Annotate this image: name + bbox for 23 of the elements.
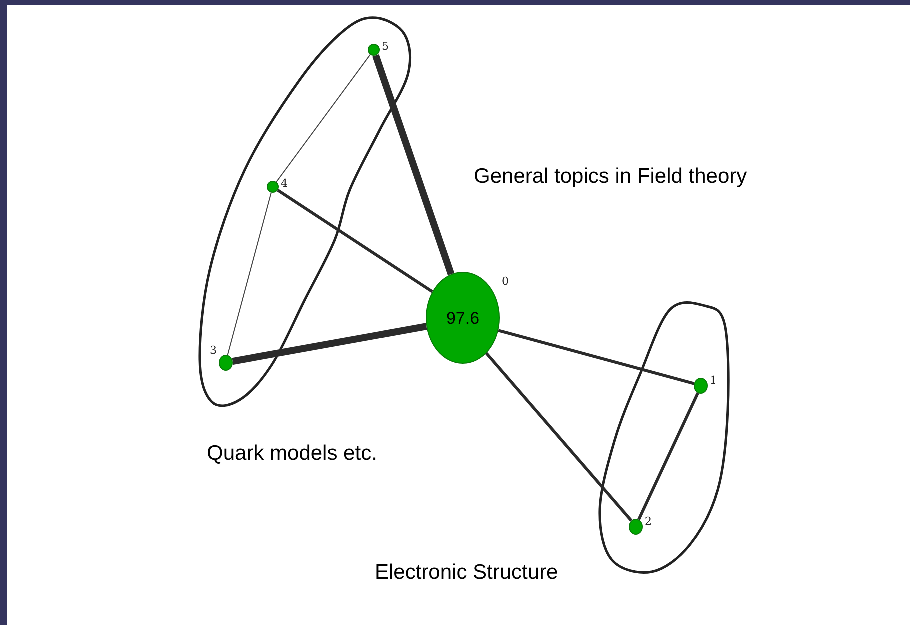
node-id: 1 (709, 375, 718, 386)
network-edge (498, 329, 695, 386)
network-edge (277, 189, 434, 294)
node-id: 0 (501, 276, 510, 287)
network-edge (485, 352, 633, 522)
node-id: 3 (209, 345, 218, 356)
network-edge (232, 323, 428, 365)
cluster-label: Quark models etc. (207, 443, 378, 464)
network-node (629, 519, 643, 535)
network-node (219, 355, 233, 371)
network-node (368, 44, 380, 56)
network-edge (372, 54, 455, 276)
network-node (694, 378, 708, 394)
network-edge (276, 54, 371, 183)
node-id: 5 (381, 41, 390, 52)
node-id: 2 (644, 516, 653, 527)
cluster-label: Electronic Structure (375, 562, 558, 583)
cluster-label: General topics in Field theory (474, 166, 748, 187)
node-value: 97.6 (446, 310, 480, 326)
node-id: 4 (280, 178, 289, 189)
network-node (267, 181, 279, 193)
network-edge (638, 392, 700, 520)
network-edge (227, 192, 272, 356)
